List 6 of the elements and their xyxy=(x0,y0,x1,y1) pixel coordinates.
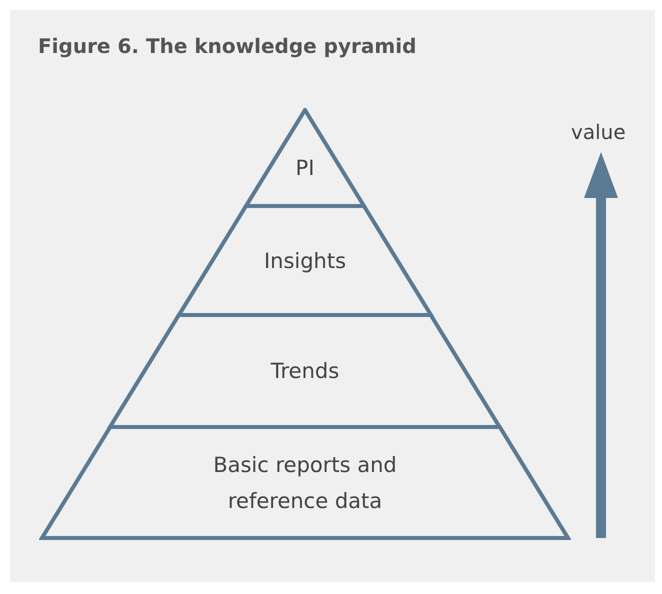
layer-label: Trends xyxy=(270,358,340,385)
figure-title: Figure 6. The knowledge pyramid xyxy=(38,34,416,58)
layer-label: Insights xyxy=(262,248,348,274)
layer-label: PI xyxy=(294,155,316,182)
axis-label: value xyxy=(571,120,626,144)
layer-label: Basic reports and reference data xyxy=(212,452,398,514)
